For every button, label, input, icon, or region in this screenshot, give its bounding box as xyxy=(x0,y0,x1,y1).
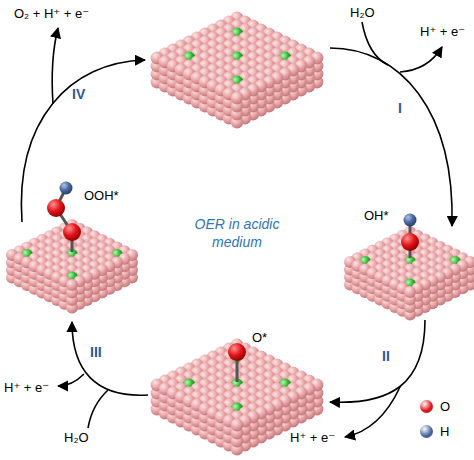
step-number: III xyxy=(90,344,102,360)
metal-atom xyxy=(231,419,244,432)
step-arrow xyxy=(72,322,148,395)
hydrogen-atom xyxy=(404,214,417,227)
branch-arrow xyxy=(52,28,58,104)
branch-line xyxy=(88,390,108,428)
metal-atom xyxy=(231,92,244,105)
legend-swatch xyxy=(420,400,433,413)
branch-arrow xyxy=(345,387,400,437)
center-title: OER in acidic medium xyxy=(177,215,297,251)
legend-text: O xyxy=(440,399,450,415)
catalyst-slabs xyxy=(6,12,474,456)
species-label: OOH* xyxy=(84,188,119,204)
hydrogen-atom xyxy=(60,182,73,195)
species-label: O₂ + H⁺ + e⁻ xyxy=(14,6,89,22)
step-arrow xyxy=(21,60,145,222)
branch-arrow xyxy=(58,374,84,386)
oxygen-atom xyxy=(47,199,65,217)
species-label: OH* xyxy=(364,208,389,224)
adsorbates xyxy=(47,182,419,383)
step-number: II xyxy=(382,348,390,364)
species-label: H⁺ + e⁻ xyxy=(420,24,465,40)
oxygen-atom xyxy=(401,233,419,251)
species-label: H⁺ + e⁻ xyxy=(290,430,335,446)
species-label: H₂O xyxy=(350,5,375,21)
species-label: O* xyxy=(252,330,267,346)
step-number: I xyxy=(398,100,402,116)
step-arrow xyxy=(330,48,452,226)
step-number: IV xyxy=(72,86,85,102)
species-label: H⁺ + e⁻ xyxy=(4,380,49,396)
species-label: H₂O xyxy=(64,430,89,446)
oxygen-atom xyxy=(63,223,81,241)
legend-text: H xyxy=(440,424,449,440)
metal-atom xyxy=(404,286,416,298)
branch-arrow xyxy=(400,47,442,72)
branch-line xyxy=(362,22,388,65)
cycle-arrows xyxy=(21,22,452,437)
step-arrow xyxy=(330,320,425,402)
legend-swatch xyxy=(420,425,433,438)
metal-atom xyxy=(66,279,78,291)
oxygen-atom xyxy=(228,343,246,361)
